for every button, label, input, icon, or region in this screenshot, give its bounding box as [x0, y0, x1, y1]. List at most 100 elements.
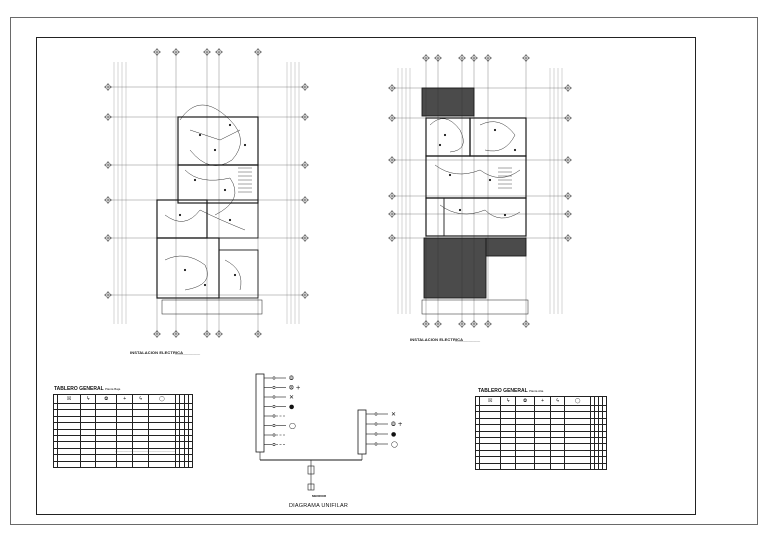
- table-cell: [601, 462, 608, 470]
- table-cell: [500, 417, 516, 426]
- table-cell: [534, 430, 551, 438]
- table-cell: [52, 441, 59, 449]
- table-cell: [601, 430, 608, 438]
- table-cell: [116, 422, 134, 430]
- table-cell: [549, 417, 566, 426]
- table-cell: [601, 456, 608, 464]
- table-cell: [534, 462, 551, 470]
- table-header-cell: ϟ: [549, 396, 566, 406]
- fixture-dot: [458, 208, 462, 212]
- table-cell: [132, 441, 149, 449]
- table-cell: [549, 436, 566, 445]
- table-cell: [116, 434, 134, 443]
- fixture-dot: [493, 128, 497, 132]
- table-cell: [601, 417, 608, 426]
- table-header-cell: +: [116, 394, 134, 404]
- table-cell: [52, 428, 59, 436]
- table-header-cell: ☒: [57, 394, 82, 404]
- table-cell: [534, 417, 551, 426]
- table-row: [52, 402, 194, 411]
- stair-left: [238, 167, 252, 193]
- drawing-border: [36, 37, 696, 515]
- breaker-symbol: [272, 385, 276, 389]
- table-cell: [187, 409, 194, 417]
- table-cell: [475, 449, 480, 458]
- table-cell: [475, 424, 480, 432]
- fixture-dot: [488, 178, 492, 182]
- table-cell: [116, 402, 134, 411]
- breaker-symbol: [272, 376, 276, 380]
- table-header-cell: [187, 394, 194, 404]
- plan-subtitle-upper: _______________: [455, 338, 481, 342]
- table-cell: [534, 404, 551, 413]
- table-cell: [564, 411, 592, 419]
- table-cell: [52, 409, 59, 417]
- single-line-diagram-label: DIAGRAMA UNIFILAR: [289, 503, 349, 509]
- table-cell: [52, 422, 59, 430]
- fixture-dot: [233, 273, 237, 277]
- branch-symbol: ✕: [289, 394, 294, 401]
- table-cell: [549, 443, 566, 451]
- breaker-symbol: [374, 422, 378, 426]
- table-header-cell: +: [534, 396, 551, 406]
- fixture-dot: [503, 213, 507, 217]
- table-cell: [534, 456, 551, 464]
- table-header-cell: [601, 396, 608, 406]
- table-cell: [549, 411, 566, 419]
- table-cell: [80, 402, 97, 411]
- table-cell: [534, 436, 551, 445]
- table-cell: [132, 409, 149, 417]
- branch-symbol: ⨷ +: [289, 385, 301, 392]
- table-cell: [549, 424, 566, 432]
- panel-table-ground: ☒ϟ⨷+ϟ◯: [52, 394, 194, 468]
- breaker-symbol: [272, 433, 276, 437]
- fixture-dot: [228, 123, 232, 127]
- table-cell: [187, 460, 194, 468]
- panel-table-upper: ☒ϟ⨷+ϟ◯: [475, 396, 608, 470]
- wiring-right: [429, 118, 521, 219]
- table-cell: [187, 428, 194, 436]
- table-cell: [116, 441, 134, 449]
- table-cell: [80, 428, 97, 436]
- table-cell: [475, 456, 480, 464]
- table-header-row: ☒ϟ⨷+ϟ◯: [475, 396, 608, 406]
- table-cell: [80, 409, 97, 417]
- table-cell: [80, 454, 97, 462]
- table-cell: [564, 443, 592, 451]
- table-cell: [132, 454, 149, 462]
- table-cell: [500, 449, 516, 458]
- table-cell: [187, 441, 194, 449]
- table-row: [52, 428, 194, 436]
- table-cell: [187, 415, 194, 424]
- table-cell: [601, 404, 608, 413]
- table-cell: [132, 460, 149, 468]
- table-cell: [601, 436, 608, 445]
- table-cell: [500, 411, 516, 419]
- table-cell: [601, 449, 608, 458]
- table-cell: [475, 436, 480, 445]
- table-row: [475, 424, 608, 432]
- fixture-dot: [448, 173, 452, 177]
- meter-label: MEDIDOR: [312, 494, 327, 498]
- table-row: [52, 415, 194, 424]
- plan-title-ground: INSTALACION ELECTRICA: [130, 350, 184, 355]
- fixture-dot: [178, 213, 182, 217]
- branch-symbol: ◯: [391, 441, 398, 448]
- fixture-dot: [223, 188, 227, 192]
- fixture-dot: [198, 133, 202, 137]
- table-cell: [187, 422, 194, 430]
- table-cell: [549, 404, 566, 413]
- table-cell: [52, 434, 59, 443]
- fixture-dot: [193, 178, 197, 182]
- table-header-cell: ☒: [478, 396, 502, 406]
- branch-symbol: ●: [391, 431, 396, 438]
- table-row: [52, 422, 194, 430]
- table-row: [475, 462, 608, 470]
- table-cell: [549, 430, 566, 438]
- branch-symbol: ⨷ +: [391, 421, 403, 428]
- table-cell: [601, 443, 608, 451]
- fixture-dot: [203, 283, 207, 287]
- table-cell: [564, 462, 592, 470]
- table-cell: [80, 434, 97, 443]
